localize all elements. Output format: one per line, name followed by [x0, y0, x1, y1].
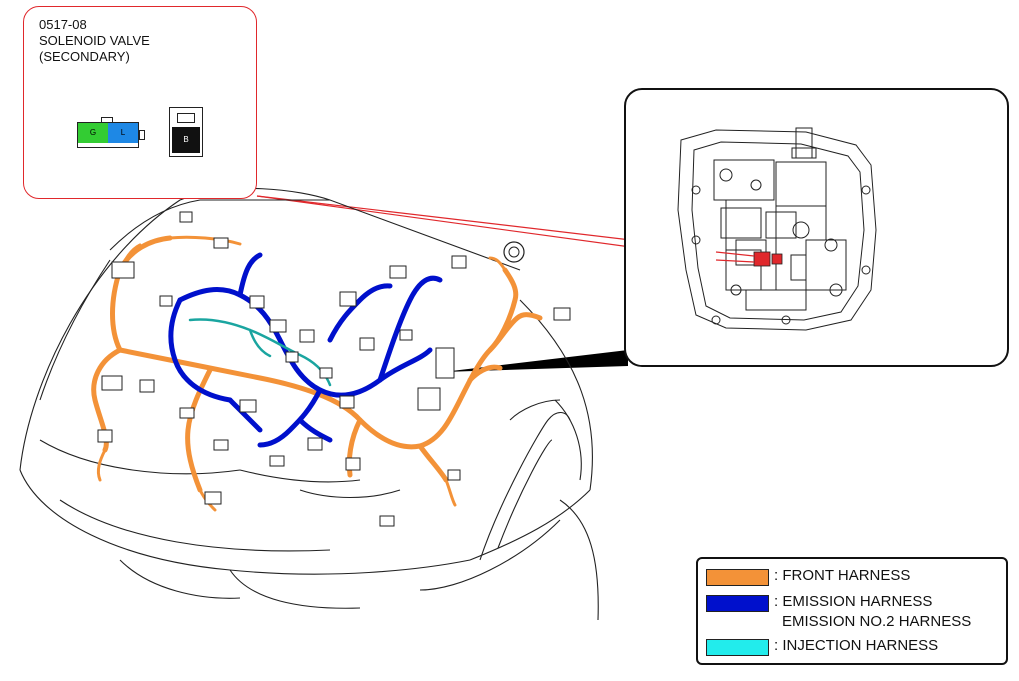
injection-harness [188, 318, 332, 387]
legend-label-injection: : INJECTION HARNESS [774, 637, 939, 654]
connector-callout: 0517-08 SOLENOID VALVE (SECONDARY) G L B [23, 6, 257, 199]
legend-label-emission-no2: EMISSION NO.2 HARNESS [782, 613, 972, 630]
harness-connectors [97, 211, 571, 527]
component-connector-face: B [169, 107, 205, 159]
legend-swatch-emission [706, 595, 769, 612]
component-name: SOLENOID VALVE [39, 33, 150, 48]
pin-l: L [108, 123, 138, 143]
emission-harness [168, 252, 443, 448]
legend-swatch-injection [706, 639, 769, 656]
connector-code: 0517-08 [39, 17, 87, 32]
legend-swatch-front [706, 569, 769, 586]
front-harness-branches [96, 235, 507, 512]
inset-leader [443, 350, 628, 372]
component-subname: (SECONDARY) [39, 49, 130, 64]
legend-label-front: : FRONT HARNESS [774, 567, 911, 584]
transmission-inset [624, 88, 1009, 367]
front-harness [91, 235, 543, 493]
harness-legend: : FRONT HARNESS : EMISSION HARNESS EMISS… [696, 557, 1008, 665]
car-body [19, 187, 599, 621]
solenoid-highlight [753, 251, 783, 267]
pin-b: B [172, 127, 200, 153]
harness-connector-face: G L [77, 117, 145, 149]
valve-body-drawing [677, 127, 877, 331]
legend-label-emission: : EMISSION HARNESS [774, 593, 933, 610]
pin-g: G [78, 123, 108, 143]
